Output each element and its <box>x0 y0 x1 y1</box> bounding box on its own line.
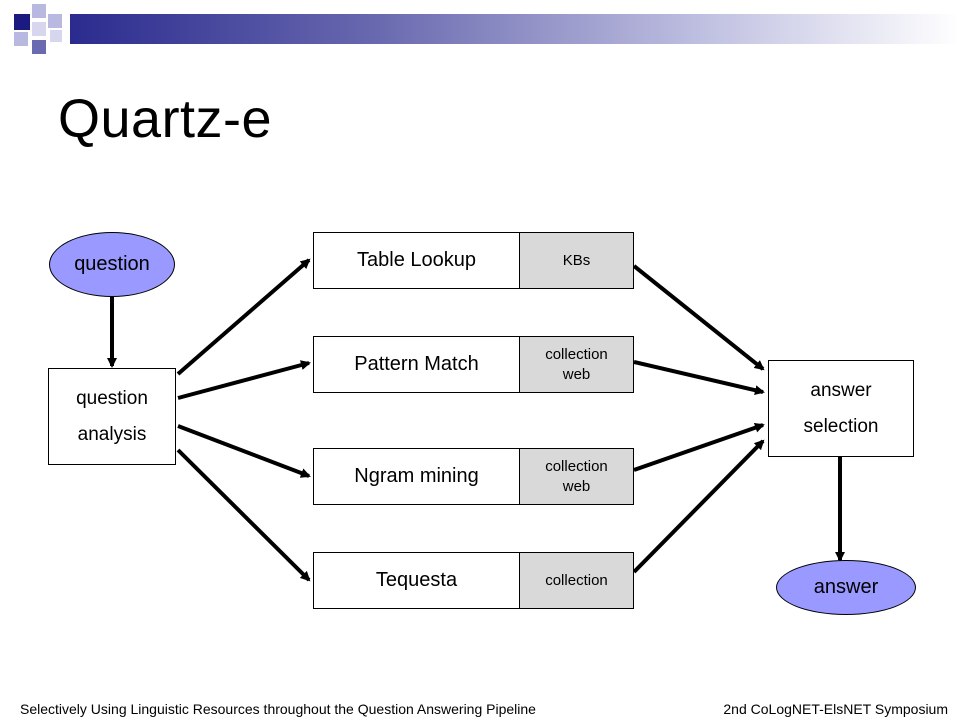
resource-label: collection <box>545 345 608 363</box>
decor-square <box>14 32 28 46</box>
module-table-lookup: Table Lookup KBs <box>313 232 634 289</box>
module-resource: collection <box>520 553 633 608</box>
arrow-analysis-to-ngram <box>177 424 311 478</box>
answer-node-label: answer <box>813 576 879 598</box>
module-name: Pattern Match <box>314 337 520 392</box>
analysis-line-2: analysis <box>77 423 147 445</box>
module-tequesta: Tequesta collection <box>313 552 634 609</box>
answer-selection-node: answer selection <box>768 360 914 457</box>
arrow-pattern-match-to-selection <box>633 360 765 396</box>
decor-square <box>32 4 46 18</box>
arrow-ngram-to-selection <box>633 422 765 472</box>
selection-line-1: answer <box>810 379 872 401</box>
resource-label: collection <box>545 457 608 475</box>
resource-label: collection <box>545 571 608 589</box>
decor-square <box>48 14 62 28</box>
module-resource: KBs <box>520 233 633 288</box>
analysis-line-1: question <box>76 387 148 409</box>
footer-left: Selectively Using Linguistic Resources t… <box>20 701 536 717</box>
decor-square <box>32 40 46 54</box>
arrow-tequesta-to-selection <box>632 439 765 574</box>
arrow-analysis-to-table-lookup <box>176 258 311 376</box>
slide-title: Quartz-e <box>58 89 273 149</box>
module-resource: collection web <box>520 337 633 392</box>
answer-node: answer <box>776 560 916 615</box>
question-node-label: question <box>74 253 150 275</box>
arrow-table-lookup-to-selection <box>632 264 765 371</box>
decor-square <box>32 22 46 36</box>
resource-label: web <box>562 365 591 383</box>
arrow-analysis-to-tequesta <box>176 448 311 582</box>
module-name: Ngram mining <box>314 449 520 504</box>
module-resource: collection web <box>520 449 633 504</box>
module-name: Tequesta <box>314 553 520 608</box>
module-pattern-match: Pattern Match collection web <box>313 336 634 393</box>
module-ngram-mining: Ngram mining collection web <box>313 448 634 505</box>
question-node: question <box>49 232 175 297</box>
selection-line-2: selection <box>803 415 879 437</box>
resource-label: KBs <box>562 251 591 269</box>
decor-square <box>14 14 30 30</box>
module-name: Table Lookup <box>314 233 520 288</box>
arrow-analysis-to-pattern-match <box>177 360 311 400</box>
footer-right: 2nd CoLogNET-ElsNET Symposium <box>723 701 948 717</box>
decor-square <box>50 30 62 42</box>
header-gradient-bar <box>70 14 960 44</box>
resource-label: web <box>562 477 591 495</box>
question-analysis-node: question analysis <box>48 368 176 465</box>
